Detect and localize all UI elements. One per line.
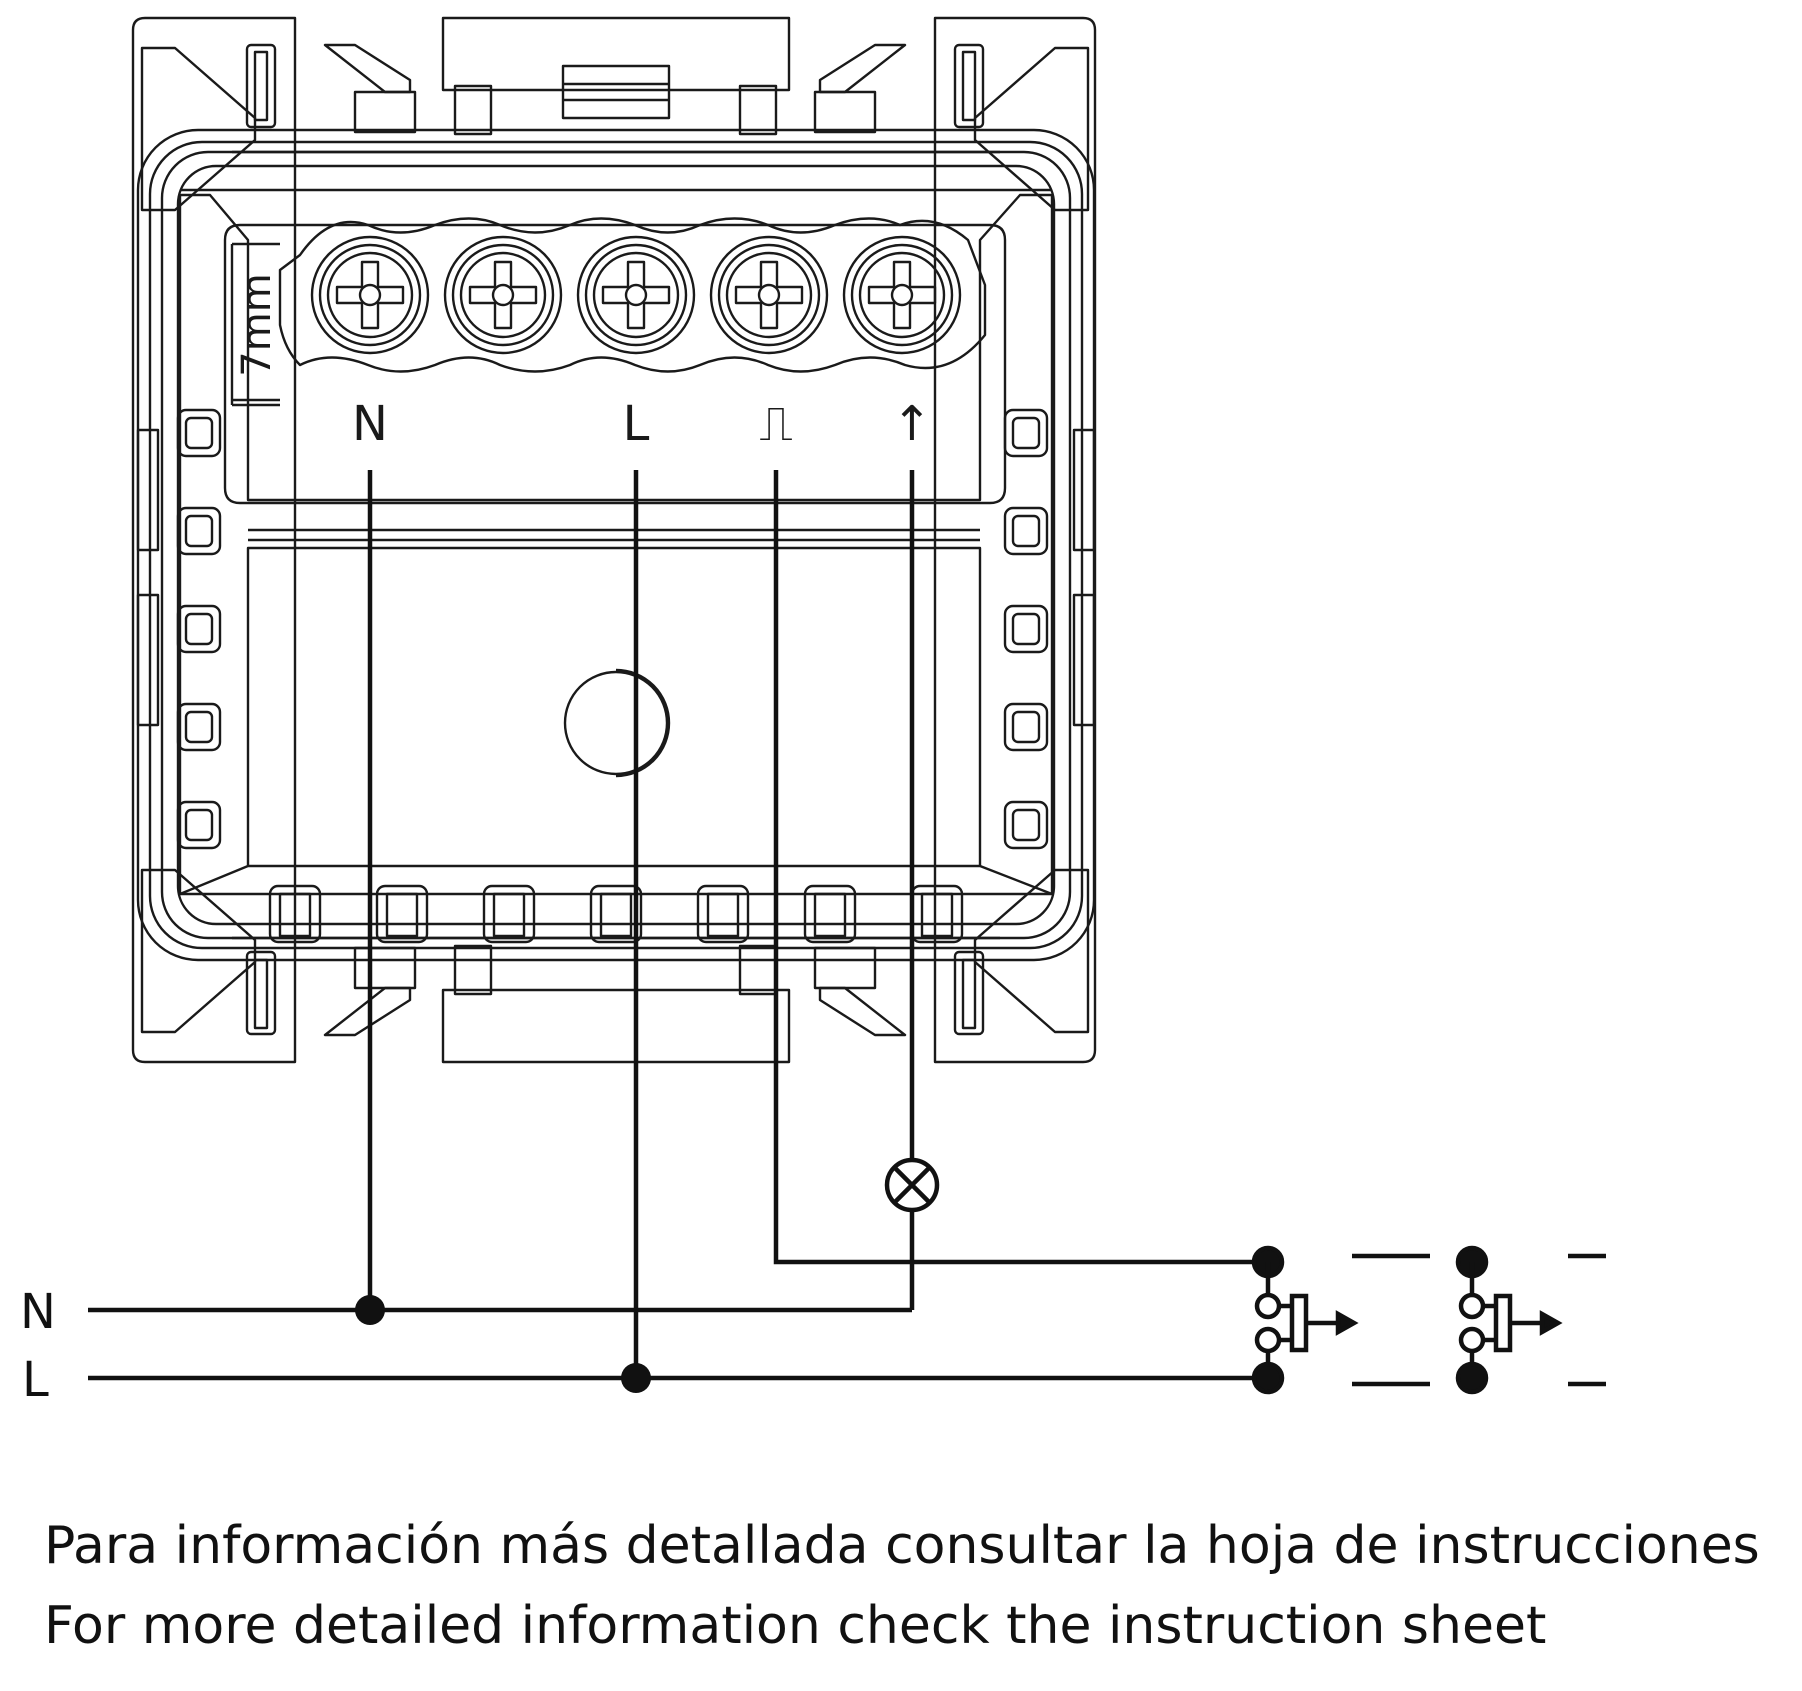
wire-continuation: [1352, 1253, 1606, 1387]
screw-terminal-5[interactable]: [842, 235, 962, 355]
strip-length-label: 7mm: [234, 273, 280, 376]
terminal-label-pulse: ⎍: [759, 396, 793, 452]
junction-live: [621, 1363, 651, 1393]
instruction-note-es: Para información más detallada consultar…: [44, 1516, 1760, 1576]
pushbutton-2[interactable]: [1455, 1245, 1563, 1395]
junction-dots: [355, 1295, 651, 1393]
terminal-label-n: N: [352, 396, 388, 452]
instruction-note-en: For more detailed information check the …: [44, 1596, 1547, 1656]
terminal-block: [278, 217, 987, 373]
terminal-labels: N L ⎍ ↑: [352, 396, 932, 452]
terminal-label-l: L: [623, 396, 650, 452]
screw-terminal-4[interactable]: [709, 235, 829, 355]
line-label-live: L: [22, 1352, 49, 1408]
lamp-icon: [884, 1157, 940, 1213]
bottom-clips: [268, 884, 964, 944]
wire-pushbutton-feed: [773, 470, 1268, 1265]
screw-terminal-2[interactable]: [443, 235, 563, 355]
device-body: [131, 16, 1097, 1064]
wiring: [88, 470, 1268, 1381]
screw-terminal-3[interactable]: [576, 235, 696, 355]
junction-neutral: [355, 1295, 385, 1325]
screw-terminal-1[interactable]: [310, 235, 430, 355]
pushbutton-1[interactable]: [1251, 1245, 1359, 1395]
line-label-neutral: N: [20, 1284, 56, 1340]
centre-hole: [563, 668, 671, 778]
terminal-label-arrow: ↑: [892, 396, 932, 452]
side-clips: [136, 408, 1096, 850]
